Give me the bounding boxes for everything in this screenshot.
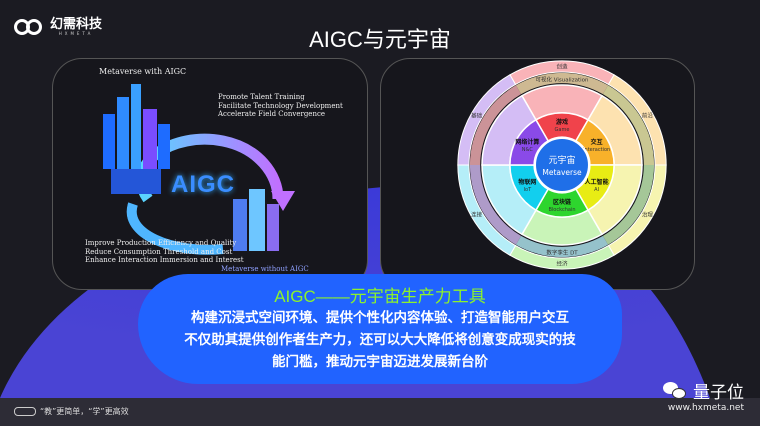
page-title: AIGC与元宇宙 [309, 27, 451, 52]
bubble-title: AIGC——元宇宙生产力工具 [274, 287, 486, 306]
caption: Metaverse without AIGC [221, 265, 309, 273]
outer-ring-segment [457, 74, 517, 166]
benefit: Improve Production Efficiency and Qualit… [85, 239, 237, 247]
sector-label-en: Interaction [583, 147, 610, 153]
outer-label: 治理 [642, 210, 654, 218]
footer-bar: “教”更简单，“学”更高效 [0, 398, 760, 426]
sector-label-en: Blockchain [548, 207, 575, 213]
wechat-icon [663, 381, 687, 400]
ring2-segment [469, 85, 522, 165]
ring2-segment [602, 165, 655, 245]
sector-label-en: AI [594, 187, 599, 193]
bubble-line: 能门槛，推动元宇宙迈进发展新台阶 [272, 354, 488, 370]
center-circle [534, 137, 590, 193]
card-heading: Metaverse with AIGC [99, 67, 187, 76]
brand-name: 幻需科技 [50, 17, 103, 32]
watermark: 量子位 www.hxmeta.net [663, 378, 744, 413]
bubble-line: 不仅助其提供创作者生产力，还可以大大降低将创意变成现实的技 [184, 332, 576, 348]
sector-label-cn: 物联网 [518, 178, 536, 186]
ring-label-visualization: 可视化 Visualization [536, 75, 590, 83]
ring2-segment [469, 165, 522, 245]
sector-label-cn: 网络计算 [515, 138, 539, 146]
sector-label-cn: 人工智能 [585, 178, 609, 186]
sector-label-en: Game [555, 127, 570, 133]
watermark-name: 量子位 [693, 383, 744, 403]
sector-label-cn: 游戏 [556, 118, 568, 126]
brand-name-en: HXMETA [58, 31, 94, 36]
outer-label: 连接 [471, 210, 483, 218]
aigc-summary-bubble: AIGC——元宇宙生产力工具 构建沉浸式空间环境、提供个性化内容体验、打造智能用… [138, 274, 622, 384]
slogan-text: “教”更简单，“学”更高效 [40, 407, 129, 416]
sector-label-en: N&C [522, 147, 534, 153]
slogan: “教”更简单，“学”更高效 [14, 406, 129, 417]
vr-headset-icon [14, 407, 36, 416]
sector-label-cn: 区块链 [553, 198, 572, 206]
ring2-segment [515, 72, 609, 95]
benefit: Reduce Consumption Threshold and Cost [85, 247, 233, 256]
city-illustration [103, 84, 295, 255]
ring-label-dt: 数字孪生 DT [546, 248, 578, 256]
sector-label-en: IoT [524, 187, 533, 193]
outer-label: 创造 [556, 62, 568, 70]
watermark-url: www.hxmeta.net [667, 403, 744, 413]
benefits-bottom: Improve Production Efficiency and Qualit… [85, 239, 244, 265]
ring2-segment [602, 85, 655, 165]
benefit: Accelerate Field Convergence [218, 110, 326, 118]
outer-label: 经济 [556, 260, 568, 268]
benefits-top: Promote Talent Training Facilitate Techn… [218, 93, 343, 119]
center-label-en: Metaverse [542, 168, 582, 177]
center-label-cn: 元宇宙 [548, 154, 575, 166]
bubble-line: 构建沉浸式空间环境、提供个性化内容体验、打造智能用户交互 [191, 310, 569, 326]
aigc-label: AIGC [171, 171, 235, 198]
ring2-segment [515, 235, 609, 258]
benefit: Promote Talent Training [218, 93, 305, 101]
sector-label-cn: 交互 [591, 138, 603, 146]
outer-label: 前沿 [642, 112, 654, 120]
benefit: Facilitate Technology Development [218, 101, 343, 110]
logo-rings-icon [14, 19, 44, 35]
metaverse-aigc-card: Metaverse with AIGC Promote Talent Train… [52, 58, 368, 290]
benefit: Enhance Interaction Immersion and Intere… [85, 256, 244, 264]
outer-label: 基础 [471, 112, 483, 120]
